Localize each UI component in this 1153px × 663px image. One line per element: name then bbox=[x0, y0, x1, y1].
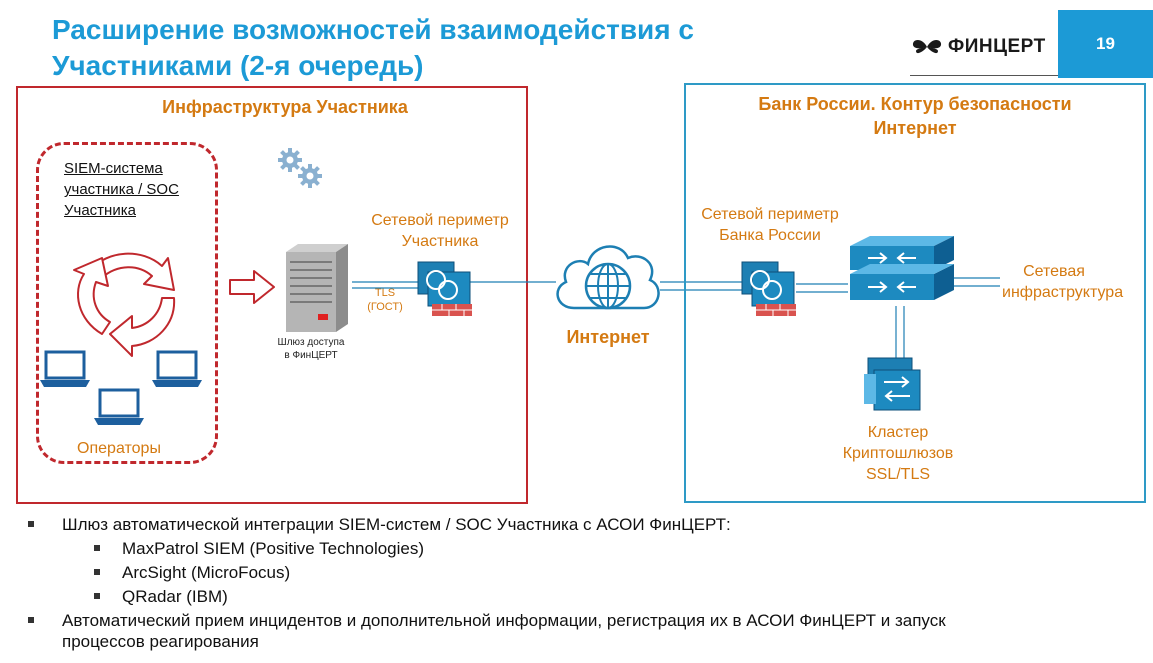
cluster-label-2: Криптошлюзов bbox=[842, 445, 954, 462]
network-infra-label-1: Сетевая bbox=[1023, 263, 1085, 280]
header-divider bbox=[910, 75, 1060, 76]
participant-perimeter-label-2: Участника bbox=[401, 233, 479, 250]
cluster-label-3: SSL/TLS bbox=[865, 466, 931, 483]
laptop-icon bbox=[152, 350, 202, 387]
bank-security-contour-box bbox=[684, 83, 1146, 503]
bullet-item: Шлюз автоматической интеграции SIEM-сист… bbox=[22, 514, 1142, 535]
network-switch-icon bbox=[850, 236, 954, 300]
bank-perimeter-label-2: Банка России bbox=[719, 227, 821, 244]
arrow-right-icon bbox=[229, 270, 275, 304]
gateway-server-icon bbox=[286, 244, 348, 332]
bullet-item: Автоматический прием инцидентов и дополн… bbox=[22, 610, 1142, 652]
laptop-icon bbox=[94, 388, 144, 425]
sub-bullet-item: MaxPatrol SIEM (Positive Technologies) bbox=[22, 538, 1142, 559]
operators-label: Операторы bbox=[77, 440, 161, 457]
bank-title-1: Банк России. Контур безопасности bbox=[758, 94, 1072, 114]
butterfly-icon bbox=[912, 40, 942, 54]
siem-label: SIEM-система участника / SOC Участника bbox=[64, 160, 179, 219]
participant-title: Инфраструктура Участника bbox=[162, 97, 408, 117]
siem-soc-group bbox=[36, 142, 218, 464]
firewall-icon bbox=[417, 261, 472, 316]
bank-perimeter-label-1: Сетевой периметр bbox=[701, 206, 839, 223]
firewall-icon bbox=[741, 261, 796, 316]
sub-bullet-item: QRadar (IBM) bbox=[22, 586, 1142, 607]
gears-icon bbox=[278, 148, 322, 188]
crypto-gateway-cluster-icon bbox=[864, 357, 921, 411]
cycle-arrows-icon bbox=[73, 252, 176, 357]
participant-perimeter-label-1: Сетевой периметр bbox=[371, 212, 509, 229]
gateway-label-1: Шлюз доступа bbox=[277, 337, 345, 348]
fincert-logo: ФИНЦЕРТ bbox=[910, 34, 1060, 60]
participant-infrastructure-box bbox=[16, 86, 528, 504]
sub-bullet-item: ArcSight (MicroFocus) bbox=[22, 562, 1142, 583]
bullet-text-line-2: процессов реагирования bbox=[62, 632, 259, 651]
gateway-label-2: в ФинЦЕРТ bbox=[284, 350, 338, 361]
network-infra-label-2: инфраструктура bbox=[1002, 284, 1124, 301]
internet-label: Интернет bbox=[566, 327, 650, 347]
cluster-label-1: Кластер bbox=[867, 424, 929, 441]
internet-cloud-icon bbox=[556, 245, 660, 310]
page-number: 19 bbox=[1058, 10, 1153, 78]
bank-title-2: Интернет bbox=[873, 118, 957, 138]
bullet-text-line-1: Автоматический прием инцидентов и дополн… bbox=[62, 611, 946, 630]
tls-label-2: (ГОСТ) bbox=[367, 301, 403, 313]
bullet-list: Шлюз автоматической интеграции SIEM-сист… bbox=[22, 514, 1142, 652]
slide-title: Расширение возможностей взаимодействия с… bbox=[52, 14, 694, 81]
logo-text: ФИНЦЕРТ bbox=[948, 36, 1046, 57]
laptop-icon bbox=[40, 350, 90, 387]
tls-label-1: TLS bbox=[374, 287, 396, 299]
